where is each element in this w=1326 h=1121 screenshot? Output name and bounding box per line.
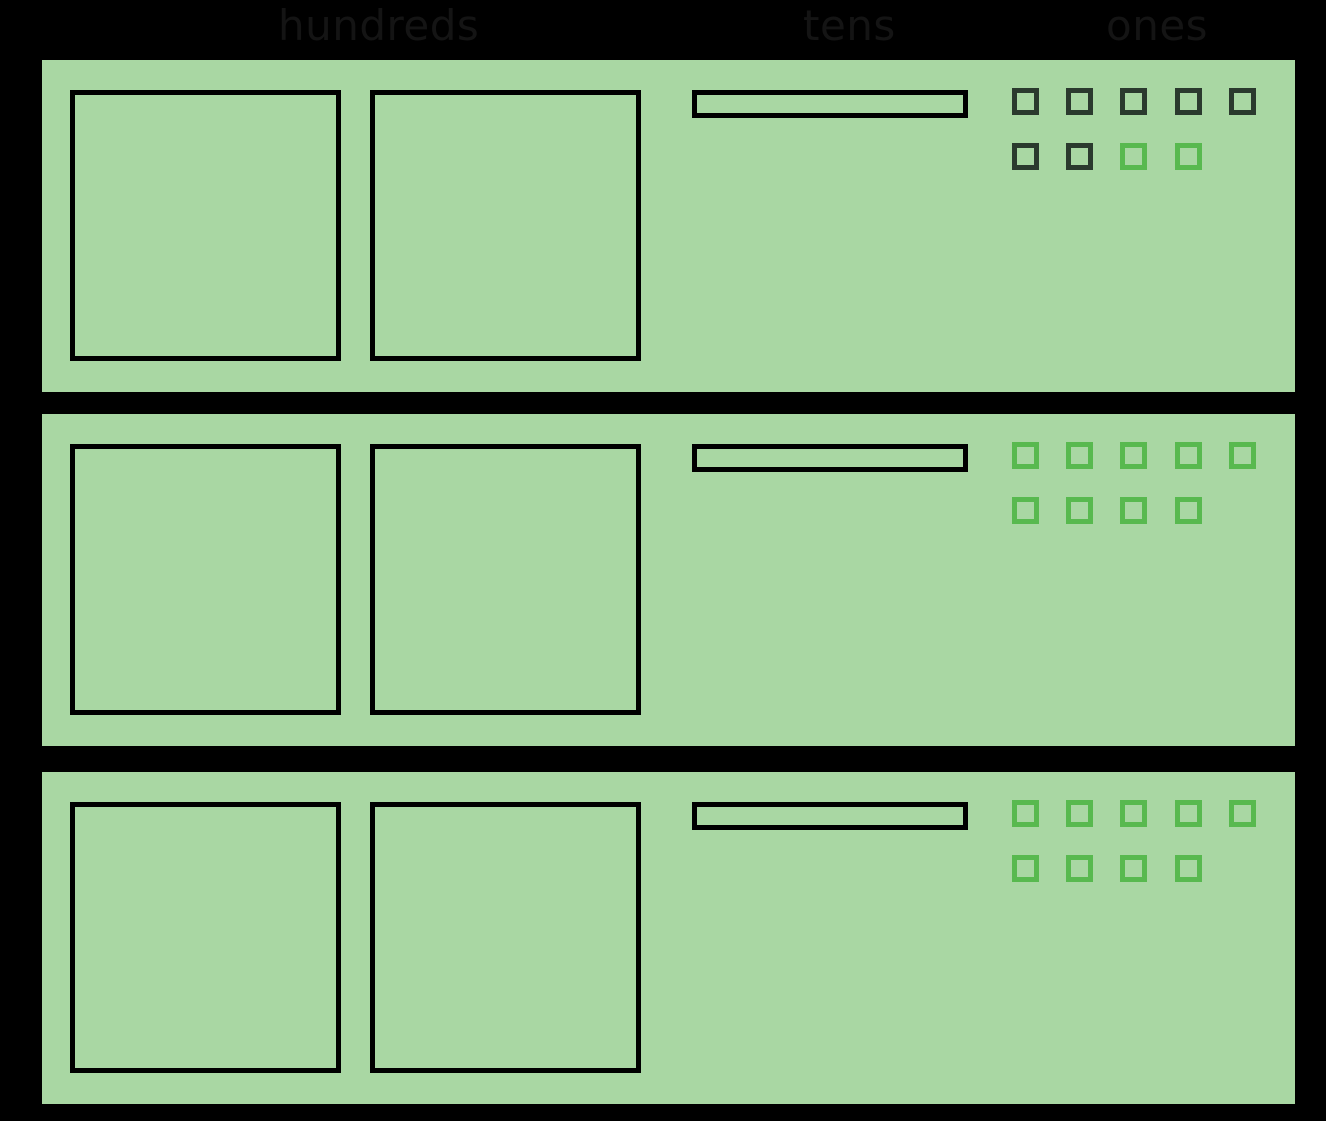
ones-unit[interactable] — [1229, 88, 1256, 115]
hundreds-flat[interactable] — [70, 90, 341, 361]
hundreds-flat[interactable] — [70, 802, 341, 1073]
ones-unit[interactable] — [1120, 143, 1147, 170]
ones-unit[interactable] — [1012, 855, 1039, 882]
ones-unit[interactable] — [1066, 88, 1093, 115]
ones-unit[interactable] — [1120, 497, 1147, 524]
ones-unit[interactable] — [1066, 800, 1093, 827]
ones-unit[interactable] — [1066, 442, 1093, 469]
ones-unit[interactable] — [1066, 143, 1093, 170]
ones-unit[interactable] — [1229, 442, 1256, 469]
ones-unit[interactable] — [1120, 800, 1147, 827]
hundreds-flat[interactable] — [370, 90, 641, 361]
ones-unit[interactable] — [1175, 855, 1202, 882]
ones-line-top — [1012, 800, 1282, 855]
tens-rod[interactable] — [692, 90, 968, 118]
ones-unit[interactable] — [1066, 497, 1093, 524]
hundreds-flat[interactable] — [370, 802, 641, 1073]
ones-unit[interactable] — [1229, 800, 1256, 827]
ones-line-bottom — [1012, 497, 1282, 552]
ones-unit[interactable] — [1012, 497, 1039, 524]
column-headers: hundreds tens ones — [0, 0, 1326, 52]
place-value-row-3[interactable] — [42, 772, 1295, 1104]
tens-rod[interactable] — [692, 802, 968, 830]
hundreds-flat[interactable] — [70, 444, 341, 715]
column-header-tens: tens — [803, 1, 896, 50]
ones-line-top — [1012, 442, 1282, 497]
ones-line-bottom — [1012, 143, 1282, 198]
ones-unit[interactable] — [1175, 88, 1202, 115]
place-value-row-2[interactable] — [42, 414, 1295, 746]
column-header-ones: ones — [1106, 1, 1209, 50]
ones-unit[interactable] — [1175, 143, 1202, 170]
ones-line-bottom — [1012, 855, 1282, 910]
ones-unit[interactable] — [1012, 442, 1039, 469]
ones-unit[interactable] — [1175, 497, 1202, 524]
ones-unit[interactable] — [1120, 442, 1147, 469]
ones-unit[interactable] — [1120, 88, 1147, 115]
ones-unit[interactable] — [1120, 855, 1147, 882]
ones-unit[interactable] — [1066, 855, 1093, 882]
ones-group — [1012, 800, 1282, 910]
column-header-hundreds: hundreds — [278, 1, 480, 50]
ones-unit[interactable] — [1175, 800, 1202, 827]
hundreds-flat[interactable] — [370, 444, 641, 715]
ones-group — [1012, 442, 1282, 552]
place-value-row-1[interactable] — [42, 60, 1295, 392]
ones-unit[interactable] — [1175, 442, 1202, 469]
ones-unit[interactable] — [1012, 143, 1039, 170]
ones-group — [1012, 88, 1282, 198]
ones-unit[interactable] — [1012, 800, 1039, 827]
ones-line-top — [1012, 88, 1282, 143]
ones-unit[interactable] — [1012, 88, 1039, 115]
tens-rod[interactable] — [692, 444, 968, 472]
